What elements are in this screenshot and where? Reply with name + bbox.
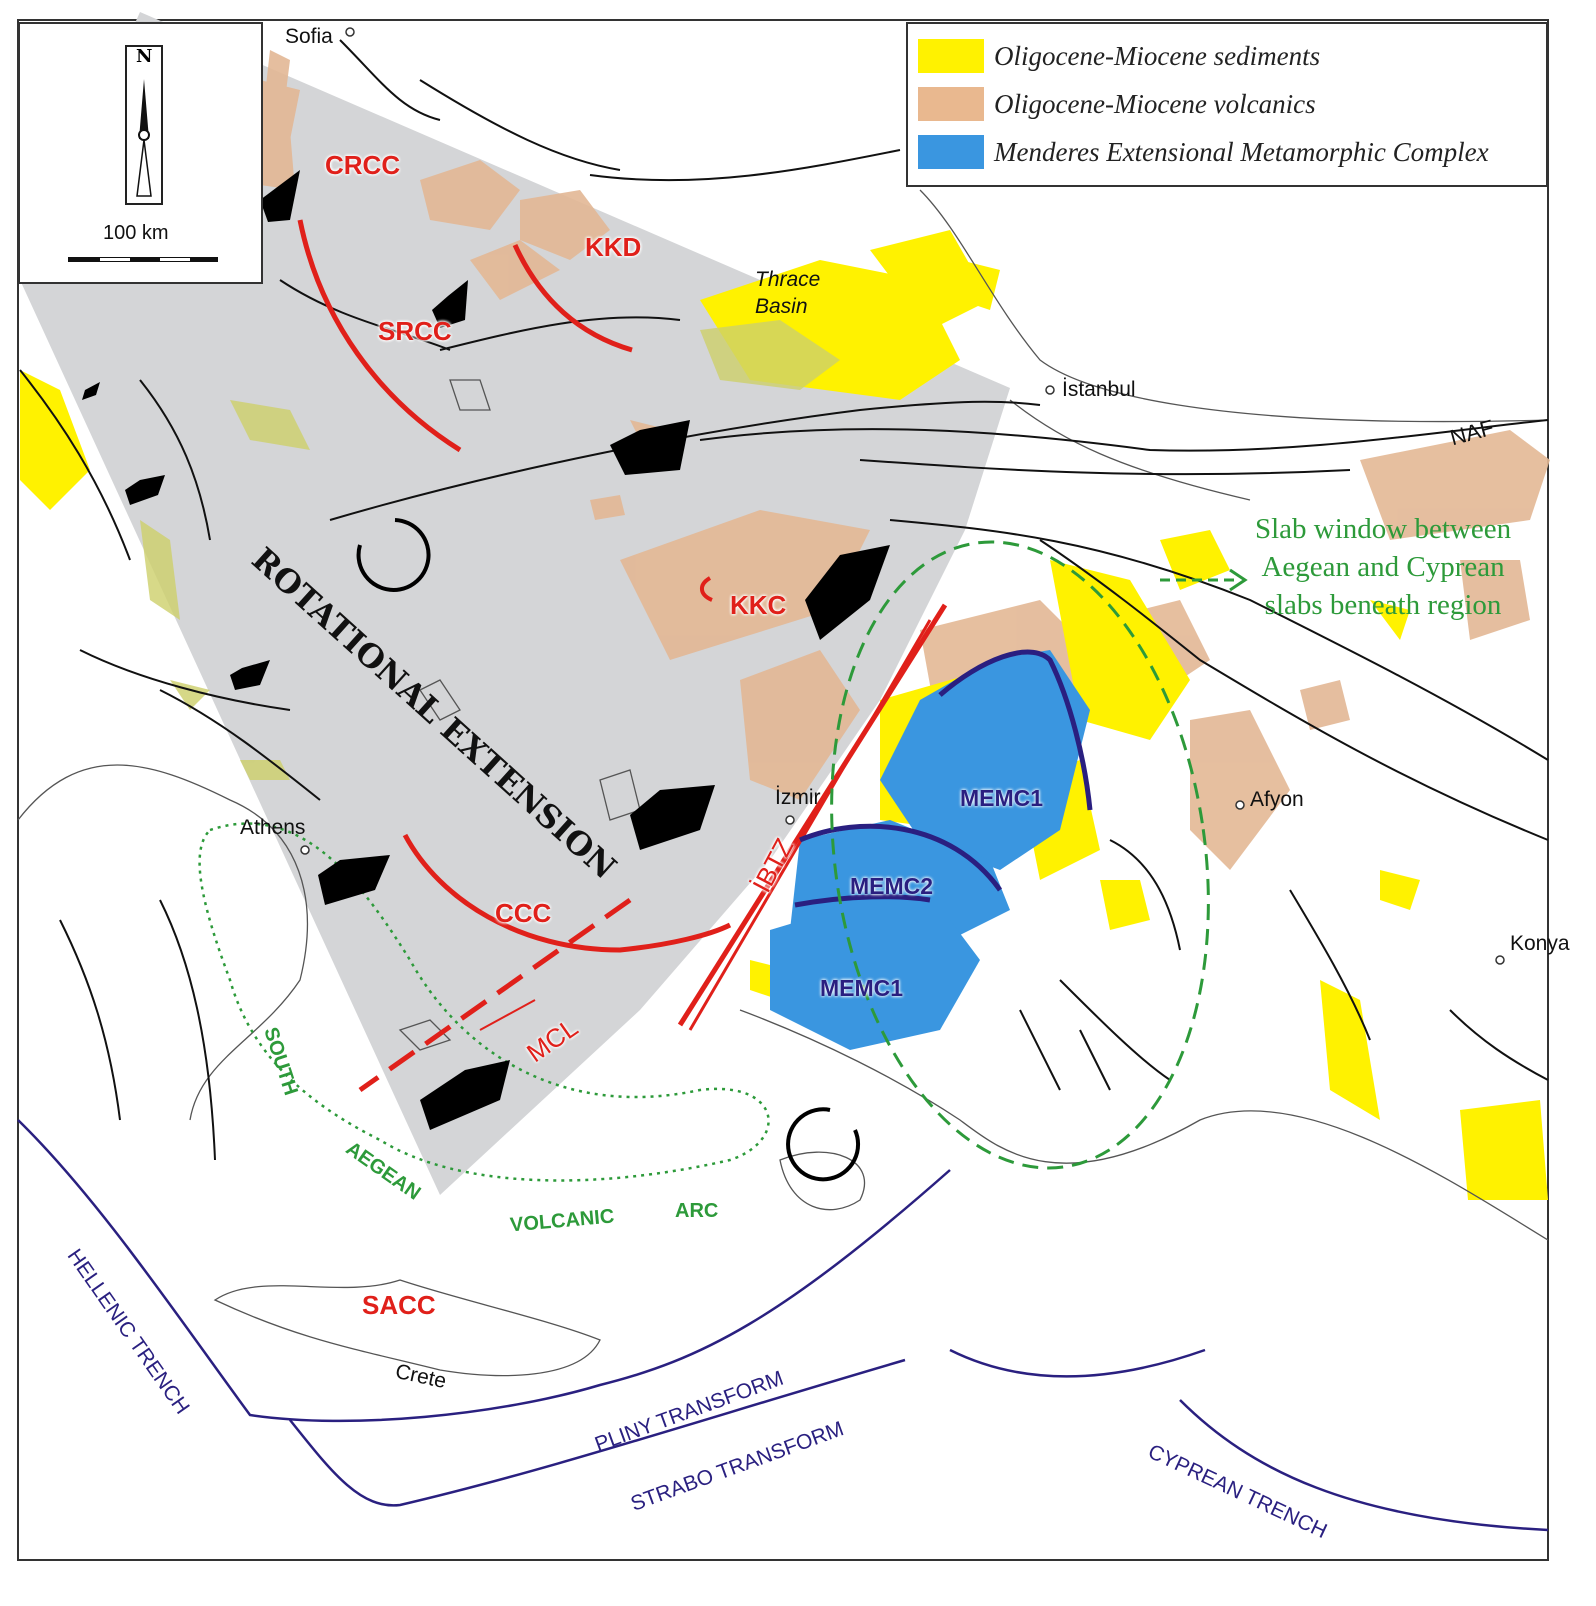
scale-label: 100 km [103,222,169,244]
label-crcc: CRCC [325,150,401,180]
legend: Oligocene-Miocene sediments Oligocene-Mi… [906,22,1548,187]
slab-window-line: Aegean and Cyprean [1261,551,1505,583]
label-sacc: SACC [362,1290,436,1320]
coastlines [17,189,1549,1377]
city-sofia: Sofia [285,25,333,48]
city-athens: Athens [240,816,306,839]
label-kkc: KKC [730,590,787,620]
volcanics-patches [255,50,1550,870]
label-ccc: CCC [495,898,552,928]
rotation-arrows [356,518,861,1182]
legend-item-volcanics: Oligocene-Miocene volcanics [918,86,1316,122]
slab-window-outline [830,540,1210,1170]
north-label: N [136,46,153,67]
legend-item-memc: Menderes Extensional Metamorphic Complex [918,134,1489,170]
city-izmir: İzmir [775,786,821,809]
label-memc2: MEMC2 [850,873,934,899]
label-srcc: SRCC [378,316,452,346]
memc-detachments [794,649,1093,908]
city-markers [300,27,1505,965]
city-konya: Konya [1510,932,1570,955]
label-kkd: KKD [585,232,642,262]
trenches [17,1119,1549,1532]
slab-window-line: slabs beneath region [1264,589,1502,621]
slab-window-line: Slab window between [1255,513,1512,545]
legend-label: Oligocene-Miocene volcanics [994,88,1316,119]
legend-label: Oligocene-Miocene sediments [994,40,1321,71]
detachments [297,219,948,1093]
city-afyon: Afyon [1250,788,1304,811]
label-slab-window: Slab window between Aegean and Cyprean s… [1255,510,1511,624]
memc-swatch [918,135,984,169]
label-thrace: Thrace [755,268,821,291]
city-istanbul: İstanbul [1062,378,1136,401]
scale-inset: N 100 km [18,22,263,284]
legend-label: Menderes Extensional Metamorphic Complex [994,136,1489,167]
label-arc: ARC [675,1200,719,1222]
sediments-swatch [918,39,984,73]
volcanics-swatch [918,87,984,121]
label-basin: Basin [755,295,808,318]
label-memc1-south: MEMC1 [820,975,904,1001]
label-memc1-north: MEMC1 [960,785,1044,811]
motion-arrows [82,170,890,1130]
sediments-under-wedge [140,320,840,780]
volcanic-arc-outline [198,822,770,1182]
north-arrow-icon [68,45,218,262]
faults [19,39,1549,1161]
legend-item-sediments: Oligocene-Miocene sediments [918,38,1320,74]
memc-patches [770,650,1090,1050]
